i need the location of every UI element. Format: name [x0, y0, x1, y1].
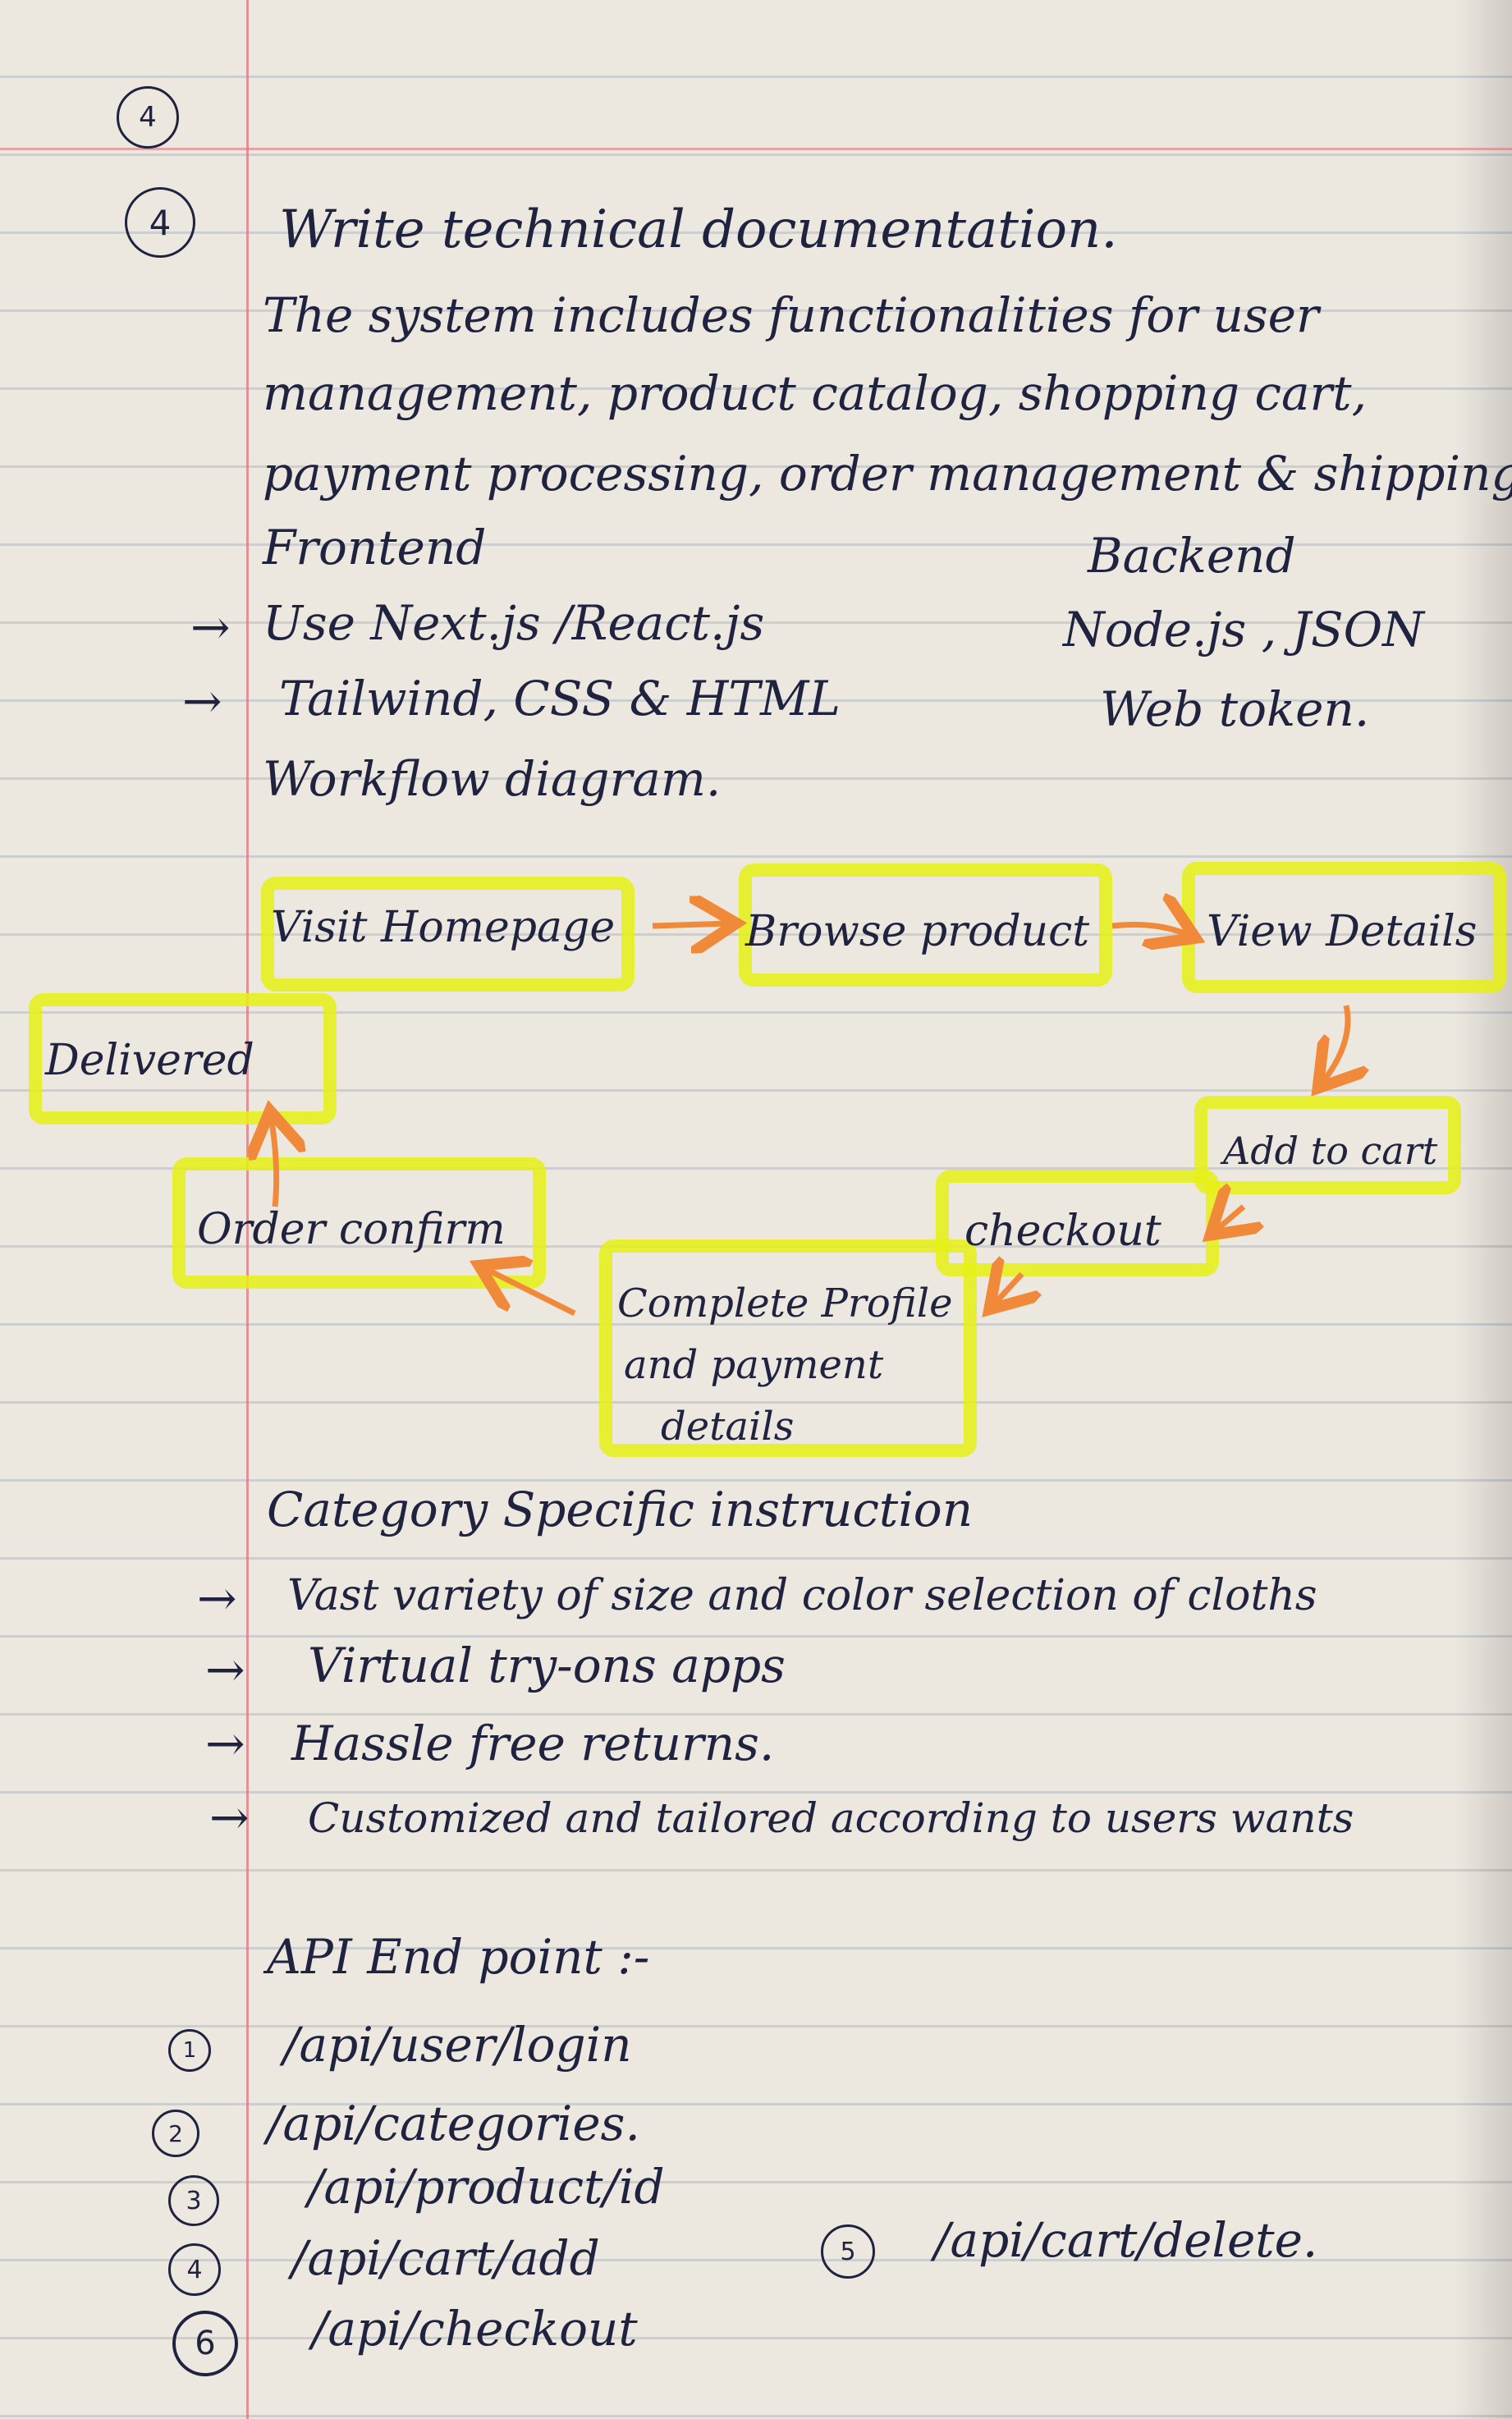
step-order-confirm: Order confirm: [197, 1205, 506, 1254]
backend-heading: Backend: [1088, 528, 1296, 584]
highlight-complete-profile: [599, 1239, 977, 1457]
step-complete-profile: Complete Profile: [617, 1281, 953, 1326]
endpoint-number: 6: [195, 2325, 216, 2362]
endpoint-number-circle: 6: [172, 2311, 238, 2376]
category-item: Customized and tailored according to use…: [308, 1794, 1354, 1842]
endpoint-path: /api/product/id: [308, 2159, 665, 2215]
endpoint-number-circle: 3: [168, 2175, 219, 2226]
question-number: 4: [149, 202, 172, 243]
endpoint-path: /api/user/login: [283, 2017, 632, 2073]
margin-line: [246, 0, 249, 2419]
endpoint-number-circle: 1: [168, 2029, 211, 2072]
frontend-item: Tailwind, CSS & HTML: [279, 671, 841, 726]
page-edge-shadow: [1455, 0, 1512, 2419]
workflow-heading: Workflow diagram.: [263, 751, 722, 807]
endpoint-number: 3: [186, 2186, 202, 2215]
step-add-to-cart: Add to cart: [1223, 1129, 1438, 1173]
bullet-arrow: →: [205, 1716, 245, 1771]
endpoint-number-circle: 5: [821, 2224, 875, 2279]
endpoint-number-circle: 2: [152, 2110, 199, 2157]
question-number-circle: 4: [125, 187, 195, 258]
page-number: 4: [139, 101, 157, 134]
backend-item: Web token.: [1100, 681, 1370, 737]
api-heading: API End point :-: [267, 1929, 650, 1985]
step-visit-homepage: Visit Homepage: [271, 903, 616, 952]
step-complete-profile-line-2: and payment: [624, 1342, 884, 1388]
intro-line-3: payment processing, order management & s…: [263, 446, 1512, 502]
frontend-item: Use Next.js /React.js: [263, 595, 765, 651]
endpoint-number: 2: [168, 2119, 183, 2147]
step-view-details: View Details: [1207, 907, 1478, 956]
bullet-arrow: →: [182, 673, 222, 729]
step-checkout: checkout: [964, 1207, 1161, 1256]
bullet-arrow: →: [197, 1570, 237, 1626]
step-browse-product: Browse product: [745, 907, 1090, 956]
endpoint-path: /api/categories.: [267, 2096, 640, 2151]
endpoint-number-circle: 4: [168, 2243, 221, 2296]
endpoint-number: 5: [840, 2237, 856, 2266]
frontend-heading: Frontend: [263, 520, 487, 575]
bullet-arrow: →: [205, 1642, 245, 1697]
step-delivered: Delivered: [45, 1036, 254, 1085]
page-number-circle: 4: [117, 86, 179, 149]
highlight-visit-homepage: [261, 877, 635, 992]
backend-item: Node.js , JSON: [1063, 602, 1424, 657]
category-heading: Category Specific instruction: [267, 1482, 974, 1537]
category-item: Hassle free returns.: [291, 1716, 775, 1771]
top-rule: [0, 148, 1512, 150]
endpoint-number: 1: [182, 2038, 197, 2063]
endpoint-path: /api/checkout: [312, 2301, 638, 2357]
step-complete-profile-line-3: details: [661, 1404, 795, 1450]
endpoint-path: /api/cart/add: [291, 2230, 600, 2286]
category-item: Vast variety of size and color selection…: [287, 1571, 1317, 1620]
bullet-arrow: →: [190, 599, 231, 655]
bullet-arrow: →: [209, 1789, 250, 1845]
endpoint-number: 4: [186, 2255, 203, 2284]
page-title: Write technical documentation.: [279, 199, 1118, 260]
intro-line-2: management, product catalog, shopping ca…: [263, 365, 1368, 421]
highlight-view-details: [1182, 862, 1506, 993]
category-item: Virtual try-ons apps: [308, 1638, 786, 1693]
endpoint-path: /api/cart/delete.: [934, 2212, 1318, 2268]
intro-line-1: The system includes functionalities for …: [263, 287, 1319, 343]
